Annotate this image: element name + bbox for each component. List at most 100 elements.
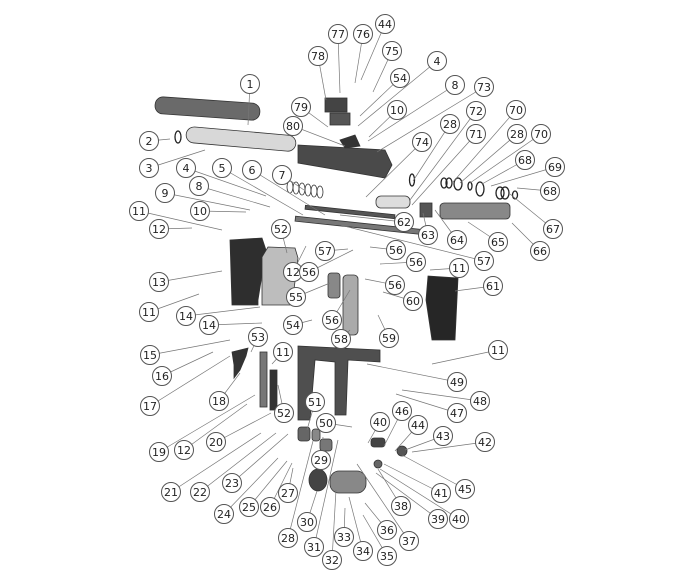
part-callout-14: 14 — [199, 315, 219, 335]
part-callout-23: 23 — [222, 473, 242, 493]
leader-line — [149, 339, 231, 356]
leader-line — [375, 472, 439, 520]
part-callout-26: 26 — [260, 497, 280, 517]
part-callout-59: 59 — [379, 328, 399, 348]
part-callout-29: 29 — [311, 450, 331, 470]
leader-line — [183, 403, 248, 451]
part-callout-11: 11 — [449, 258, 469, 278]
part-callout-5: 5 — [212, 158, 232, 178]
leader-line — [185, 167, 267, 197]
part-callout-39: 39 — [428, 509, 448, 529]
leader-line — [339, 224, 485, 262]
part-callout-62: 62 — [394, 212, 414, 232]
part-callout-11: 11 — [139, 302, 159, 322]
leader-line — [409, 110, 477, 201]
part-callout-61: 61 — [483, 276, 503, 296]
leader-line — [411, 133, 477, 206]
leader-line — [231, 433, 289, 484]
part-callout-78: 78 — [308, 46, 328, 66]
part-callout-22: 22 — [190, 482, 210, 502]
leader-line — [469, 133, 542, 184]
receiver-body — [297, 144, 393, 179]
part-callout-56: 56 — [406, 252, 426, 272]
part-callout-63: 63 — [418, 225, 438, 245]
part-callout-70: 70 — [506, 100, 526, 120]
leader-line — [401, 389, 481, 402]
part-callout-2: 2 — [139, 131, 159, 151]
leader-line — [366, 363, 458, 383]
part-callout-9: 9 — [155, 183, 175, 203]
leader-line — [158, 394, 256, 453]
leader-line — [452, 109, 517, 183]
part-callout-18: 18 — [209, 391, 229, 411]
part-callout-7: 7 — [272, 165, 292, 185]
part-callout-47: 47 — [447, 403, 467, 423]
part-callout-36: 36 — [377, 520, 397, 540]
part-callout-67: 67 — [543, 219, 563, 239]
part-callout-65: 65 — [488, 232, 508, 252]
part-callout-10: 10 — [190, 201, 210, 221]
leader-line — [149, 355, 231, 407]
leader-line — [287, 440, 314, 539]
part-callout-8: 8 — [189, 176, 209, 196]
spring — [286, 180, 324, 199]
leader-line — [198, 185, 271, 208]
part-callout-31: 31 — [304, 537, 324, 557]
part-callout-52: 52 — [271, 219, 291, 239]
part-callout-30: 30 — [297, 512, 317, 532]
leader-line — [356, 463, 410, 542]
leader-line — [490, 166, 556, 187]
part-callout-68: 68 — [540, 181, 560, 201]
part-callout-56: 56 — [386, 240, 406, 260]
leader-line — [339, 214, 405, 223]
part-callout-4: 4 — [176, 158, 196, 178]
part-callout-1: 1 — [240, 74, 260, 94]
trigger — [231, 347, 249, 380]
leader-line — [379, 468, 460, 520]
part-callout-52: 52 — [274, 403, 294, 423]
part-callout-16: 16 — [152, 366, 172, 386]
part-callout-70: 70 — [531, 124, 551, 144]
part-callout-42: 42 — [475, 432, 495, 452]
part-callout-35: 35 — [377, 546, 397, 566]
leader-line — [164, 192, 251, 211]
part-callout-6: 6 — [242, 160, 262, 180]
part-callout-3: 3 — [139, 158, 159, 178]
part-callout-12: 12 — [283, 262, 303, 282]
part-callout-75: 75 — [382, 41, 402, 61]
part-callout-46: 46 — [392, 401, 412, 421]
part-callout-8: 8 — [445, 75, 465, 95]
part-callout-54: 54 — [283, 315, 303, 335]
part-callout-50: 50 — [316, 413, 336, 433]
part-callout-48: 48 — [470, 391, 490, 411]
part-callout-37: 37 — [399, 531, 419, 551]
part-callout-15: 15 — [140, 345, 160, 365]
part-callout-55: 55 — [286, 287, 306, 307]
right-grip-panel — [425, 275, 459, 341]
leader-line — [367, 84, 456, 142]
leader-line — [158, 270, 223, 283]
part-callout-57: 57 — [315, 241, 335, 261]
leader-line — [395, 393, 458, 414]
leader-line — [365, 141, 423, 198]
part-callout-77: 77 — [328, 24, 348, 44]
part-callout-60: 60 — [403, 291, 423, 311]
part-callout-56: 56 — [299, 262, 319, 282]
part-callout-44: 44 — [408, 415, 428, 435]
part-callout-21: 21 — [161, 482, 181, 502]
leader-line — [412, 123, 451, 182]
leader-line — [221, 167, 304, 216]
part-callout-56: 56 — [322, 310, 342, 330]
trigger-frame — [297, 345, 381, 421]
part-callout-68: 68 — [515, 150, 535, 170]
part-callout-43: 43 — [433, 426, 453, 446]
part-callout-28: 28 — [440, 114, 460, 134]
part-callout-11: 11 — [129, 201, 149, 221]
part-callout-45: 45 — [455, 479, 475, 499]
part-callout-28: 28 — [507, 124, 527, 144]
part-callout-80: 80 — [283, 116, 303, 136]
part-callout-19: 19 — [149, 442, 169, 462]
part-callout-27: 27 — [278, 483, 298, 503]
